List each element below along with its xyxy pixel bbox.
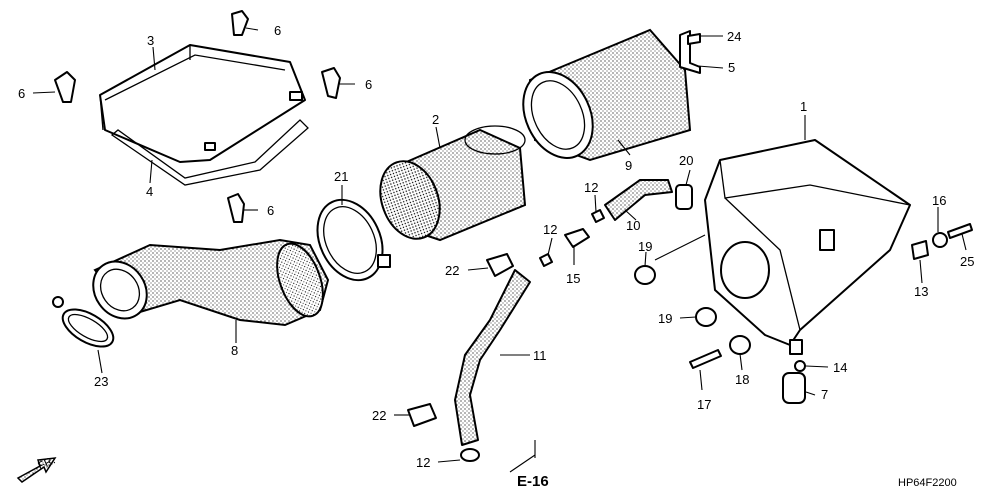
gasket-part (110, 119, 309, 186)
callout-4: 4 (146, 184, 153, 199)
callout-25: 25 (960, 254, 974, 269)
callout-labels: 3 4 6 6 6 6 2 9 21 8 23 1 5 24 20 10 12 … (18, 23, 974, 470)
grommet-19b-part (695, 307, 717, 327)
grommet-19-part (634, 265, 656, 285)
callout-10: 10 (626, 218, 640, 233)
callout-23: 23 (94, 374, 108, 389)
reference-label: E-16 (517, 473, 549, 490)
front-label: FR. (36, 454, 57, 472)
callout-14: 14 (833, 360, 847, 375)
bolt-25-part (947, 223, 973, 239)
callout-19: 19 (638, 239, 652, 254)
callout-6: 6 (365, 77, 372, 92)
clip-12-part (539, 253, 553, 267)
intake-tube-part (92, 238, 330, 327)
drain-plug-7-part (782, 372, 806, 404)
callout-15: 15 (566, 271, 580, 286)
drain-hose-part (454, 269, 531, 446)
callout-18: 18 (735, 372, 749, 387)
clamp-ring-part (316, 198, 391, 282)
callout-16: 16 (932, 193, 946, 208)
callout-24: 24 (727, 29, 741, 44)
pre-filter-part (522, 28, 692, 162)
callout-3: 3 (147, 33, 154, 48)
clip-part (54, 10, 341, 223)
bracket-part (679, 30, 701, 74)
clamp-22-part (486, 253, 514, 277)
callout-8: 8 (231, 343, 238, 358)
grommet-13-part (911, 240, 929, 260)
callout-19: 19 (658, 311, 672, 326)
callout-13: 13 (914, 284, 928, 299)
screw-24-part (687, 33, 701, 45)
joint-part (564, 228, 590, 248)
air-duct-cover-part (99, 44, 306, 163)
callout-11: 11 (533, 348, 547, 363)
callout-5: 5 (728, 60, 735, 75)
callout-2: 2 (432, 112, 439, 127)
diagram-code: HP64F2200 (898, 477, 957, 489)
grommet-18-part (729, 335, 751, 355)
hose-clamp-part (52, 296, 115, 348)
callout-12: 12 (584, 180, 598, 195)
clip-12b-part (591, 209, 605, 223)
callout-9: 9 (625, 158, 632, 173)
callout-17: 17 (697, 397, 711, 412)
callout-22: 22 (445, 263, 459, 278)
callout-6: 6 (267, 203, 274, 218)
filter-element-part (379, 125, 527, 242)
callout-7: 7 (821, 387, 828, 402)
leader-lines (32, 27, 967, 473)
clamp-22b-part (407, 403, 437, 427)
callout-12: 12 (543, 222, 557, 237)
callout-6: 6 (18, 86, 25, 101)
callout-1: 1 (800, 99, 807, 114)
washer-16-part (932, 232, 948, 248)
o-ring-14-part (794, 360, 806, 372)
callout-12: 12 (416, 455, 430, 470)
callout-21: 21 (334, 169, 348, 184)
callout-6: 6 (274, 23, 281, 38)
air-cleaner-case-part (704, 139, 911, 355)
callout-20: 20 (679, 153, 693, 168)
breather-hose-part (604, 179, 673, 221)
bolt-17-part (689, 349, 722, 369)
callout-22: 22 (372, 408, 386, 423)
hose-clamp-20-part (675, 184, 693, 210)
front-arrow-icon (16, 457, 57, 483)
